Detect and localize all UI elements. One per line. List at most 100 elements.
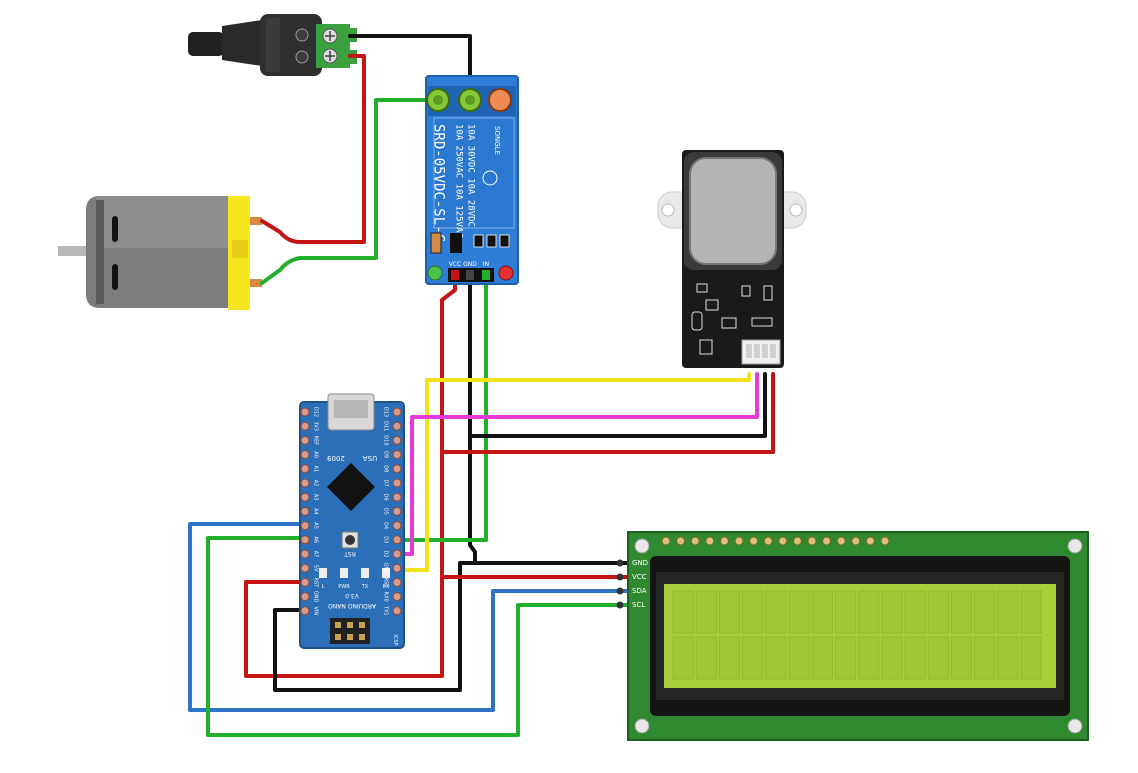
nano-pin-label-left: A6 [313,536,319,543]
nano-pin-right [392,563,402,573]
lcd-char-cell [950,590,973,634]
lcd-char-cell [858,590,880,634]
arduino-nano: 2009 USA RST L PWR TX RX ARDUINO NANO V3… [299,393,405,649]
lcd-char-cell [718,636,741,680]
lcd-char-cell [904,636,926,680]
icsp-label: ICSP [392,634,398,645]
nano-led-tx: TX [361,584,369,590]
nano-pin-label-left: A5 [313,522,319,529]
lcd-char-cell [765,590,787,634]
lcd-char-cell [950,636,973,680]
nano-pin-label-right: D7 [383,479,389,486]
nano-pin-right [392,435,402,445]
nano-pin-label-right: D11 [383,421,389,431]
nano-pin-label-left: A2 [313,480,319,487]
lcd-i2c-pin [616,601,624,609]
lcd-i2c-pin [616,559,624,567]
nano-pin-right [392,478,402,488]
lcd-header-pin [822,536,832,546]
nano-pin-left [300,592,310,602]
lcd-char-cell [997,590,1019,634]
nano-pin-label-right: D2 [383,550,389,557]
nano-pin-right [392,492,402,502]
nano-pin-right [392,549,402,559]
lcd-char-cell [904,590,926,634]
lcd-pin-label: SDA [632,587,647,595]
relay-rating-1: 10A 250VAC 10A 125VAC [453,124,463,238]
nano-pin-left [300,606,310,616]
lcd-header-pins [661,536,890,546]
lcd-header-pin [851,536,861,546]
wire-fp-yellow [394,372,751,572]
relay-led-power [427,265,443,281]
wire-fp-red [440,372,775,454]
lcd-pin-label: VCC [632,573,647,581]
nano-pin-label-right: RX0 [383,592,389,602]
nano-pin-label-right: GND [383,562,389,574]
relay-rating-2: 10A 30VDC 10A 28VDC [465,124,475,227]
dc-barrel-jack [188,14,357,76]
lcd-char-cell [718,590,741,634]
wire-relay-vcc-red [244,280,457,678]
nano-pin-left [300,421,310,431]
nano-pin-label-left: A3 [313,494,319,501]
lcd-header-pin [676,536,686,546]
relay-module: SRD-05VDC-SL-C 10A 250VAC 10A 125VAC 10A… [425,75,519,285]
relay-pin-gnd: GND [463,261,477,268]
dc-motor [58,196,262,310]
relay-pin-in: IN [483,261,489,268]
lcd-char-cell [927,636,949,680]
lcd-header-pin [705,536,715,546]
nano-pin-left [300,407,310,417]
nano-pin-left [300,492,310,502]
nano-pin-left [300,577,310,587]
wire-lcd-scl-green [206,536,632,737]
nano-model: ARDUINO NANO [328,602,376,609]
lcd-header-pin [763,536,773,546]
nano-pin-label-left: D12 [313,407,319,417]
nano-pin-left [300,549,310,559]
lcd-char-cell [927,590,949,634]
nano-pin-right [392,592,402,602]
nano-pin-label-left: 5V [313,565,319,572]
nano-pin-label-right: D4 [383,522,389,529]
wire-relay-gnd-black [468,280,477,565]
nano-pin-right [392,577,402,587]
nano-pin-label-left: 3V3 [313,421,319,431]
nano-pin-right [392,450,402,460]
lcd-char-cell [858,636,880,680]
nano-pin-right [392,506,402,516]
nano-pin-left [300,535,310,545]
nano-pin-right [392,521,402,531]
nano-pin-label-left: REF [313,436,319,446]
wire-jack-to-motor-red [260,54,366,244]
lcd-header-pin [734,536,744,546]
nano-usb-label: USA [363,454,378,462]
lcd-char-cell [811,636,833,680]
lcd-char-cell [997,636,1019,680]
lcd-header-pin [836,536,846,546]
nano-pin-label-left: VIN [313,606,319,615]
lcd-header-pin [880,536,890,546]
nano-pin-right [392,606,402,616]
relay-model-text: SRD-05VDC-SL-C [430,124,446,242]
lcd-pin-label: SCL [632,601,645,609]
nano-pin-left [300,521,310,531]
relay-terminal-nc [488,88,512,112]
lcd-char-cell [834,590,857,634]
lcd-header-pin [807,536,817,546]
nano-pin-label-right: D8 [383,465,389,472]
nano-led-pwr: PWR [338,584,350,590]
lcd-char-cell [1020,636,1042,680]
nano-pin-label-right: TX1 [383,605,389,616]
lcd-char-cell [1020,590,1042,634]
wire-relay-to-motor-green [260,98,440,285]
lcd-char-cell [765,636,787,680]
nano-chip [326,462,376,512]
lcd-header-pin [719,536,729,546]
nano-version: V3.0 [345,592,359,599]
